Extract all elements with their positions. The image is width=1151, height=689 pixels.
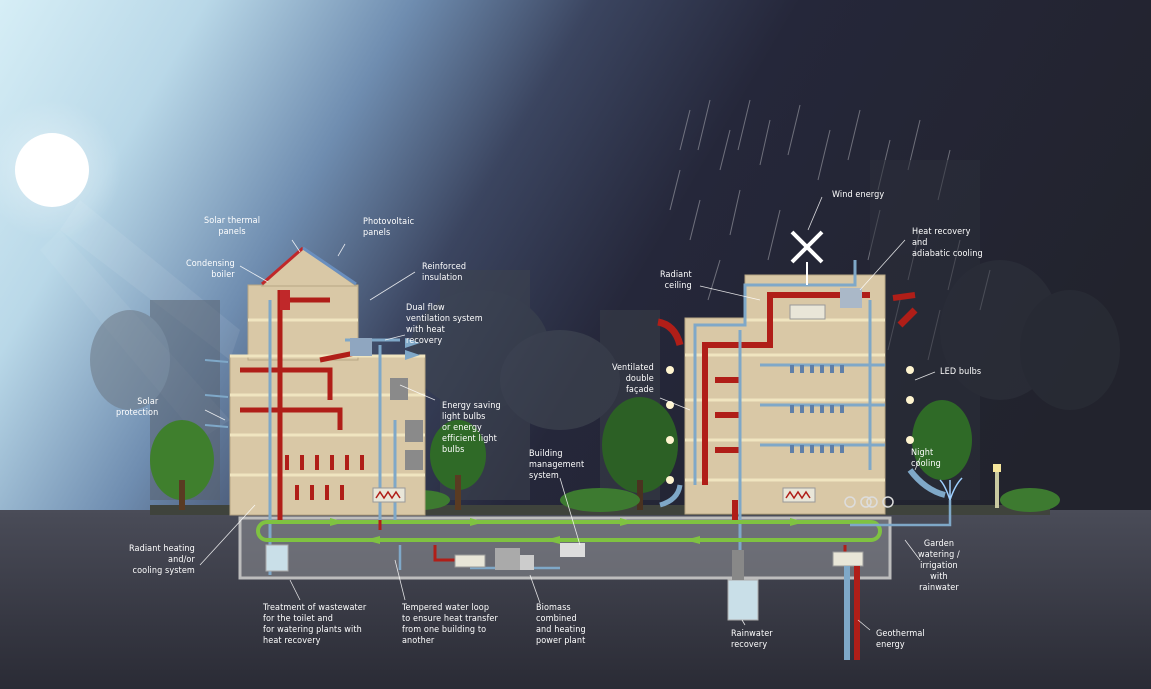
label-geothermal-energy: Geothermal energy bbox=[876, 629, 925, 650]
label-building-management-system: Building management system bbox=[529, 449, 585, 481]
label-solar-thermal-panels: Solar thermal panels bbox=[204, 216, 261, 237]
label-photovoltaic-panels: Photovoltaic panels bbox=[363, 217, 415, 238]
label-night-cooling: Night cooling bbox=[911, 448, 941, 469]
rainwater-tank bbox=[727, 550, 759, 621]
label-led-bulbs: LED bulbs bbox=[940, 367, 982, 377]
label-radiant-heating: Radiant heating and/or cooling system bbox=[129, 544, 195, 576]
label-wind-energy: Wind energy bbox=[832, 190, 885, 200]
bicycles-icon bbox=[844, 496, 894, 508]
label-reinforced-insulation: Reinforced insulation bbox=[422, 262, 467, 283]
sun-icon bbox=[0, 100, 122, 240]
label-biomass-plant: Biomass combined and heating power plant bbox=[536, 603, 586, 646]
label-energy-saving-bulbs: Energy saving light bulbs or energy effi… bbox=[442, 401, 501, 455]
sprinkler-icon bbox=[939, 477, 963, 501]
label-ventilated-facade: Ventilated double façade bbox=[612, 363, 654, 395]
label-solar-protection: Solar protection bbox=[116, 397, 159, 418]
right-building bbox=[657, 260, 946, 575]
tempered-water-loop bbox=[256, 518, 882, 544]
label-garden-watering: Garden watering / irrigation with rainwa… bbox=[918, 539, 960, 593]
label-wastewater-treatment: Treatment of wastewater for the toilet a… bbox=[263, 603, 367, 646]
label-tempered-water-loop: Tempered water loop to ensure heat trans… bbox=[402, 603, 498, 646]
label-condensing-boiler: Condensing boiler bbox=[186, 259, 235, 280]
label-rainwater-recovery: Rainwater recovery bbox=[731, 629, 773, 650]
label-dual-flow-ventilation: Dual flow ventilation system with heat r… bbox=[406, 303, 483, 346]
label-radiant-ceiling: Radiant ceiling bbox=[660, 270, 692, 291]
wind-turbine-icon bbox=[790, 230, 824, 285]
label-heat-recovery-adiabatic: Heat recovery and adiabatic cooling bbox=[912, 227, 983, 259]
left-building bbox=[204, 246, 426, 575]
trees bbox=[150, 397, 1060, 512]
